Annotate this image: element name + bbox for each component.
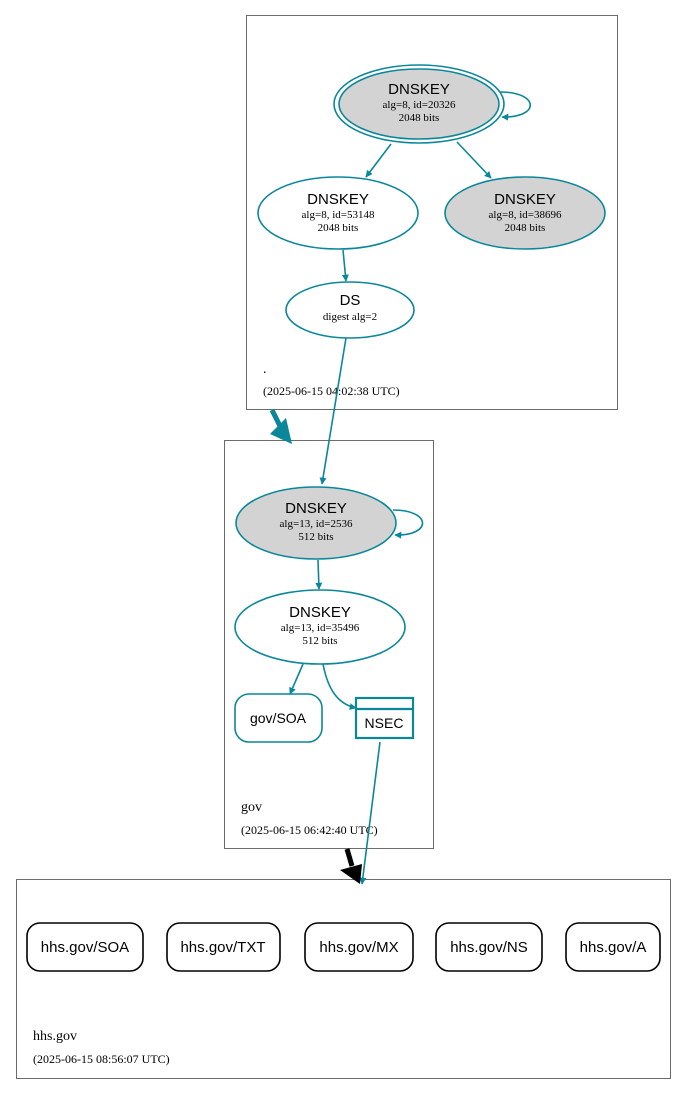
node-gov-zsk-line1: alg=13, id=35496 — [281, 622, 360, 634]
node-root-ksk-title: DNSKEY — [388, 81, 450, 98]
node-hhs-txt-label: hhs.gov/TXT — [180, 939, 265, 956]
node-gov-zsk-title: DNSKEY — [289, 604, 351, 621]
node-root-zsk-line1: alg=8, id=53148 — [302, 209, 375, 221]
node-gov-ksk[interactable]: DNSKEY alg=13, id=2536 512 bits — [235, 486, 397, 560]
node-root-key3[interactable]: DNSKEY alg=8, id=38696 2048 bits — [444, 176, 606, 250]
edge-gov-ksk-zsk — [315, 559, 323, 590]
zone-root-timestamp: (2025-06-15 04:02:38 UTC) — [263, 384, 400, 398]
zone-gov-name: gov — [241, 800, 262, 815]
zone-gov-timestamp: (2025-06-15 06:42:40 UTC) — [241, 823, 378, 837]
node-gov-nsec[interactable]: NSEC — [354, 696, 415, 740]
edge-gov-nsec-hhs — [359, 741, 381, 885]
zone-root-box — [246, 15, 618, 410]
node-root-ksk-line2: 2048 bits — [399, 112, 440, 124]
node-hhs-ns[interactable]: hhs.gov/NS — [435, 922, 543, 972]
node-gov-zsk-line2: 512 bits — [302, 635, 337, 647]
node-root-ds[interactable]: DS digest alg=2 — [285, 281, 415, 339]
zone-hhs-box — [16, 879, 671, 1079]
node-gov-ksk-line2: 512 bits — [298, 531, 333, 543]
node-hhs-soa-label: hhs.gov/SOA — [41, 939, 129, 956]
edge-root-ds-gov-ksk — [319, 337, 347, 485]
node-hhs-txt[interactable]: hhs.gov/TXT — [166, 922, 281, 972]
node-root-zsk-title: DNSKEY — [307, 191, 369, 208]
zone-hhs-name: hhs.gov — [33, 1029, 77, 1044]
node-hhs-a[interactable]: hhs.gov/A — [565, 922, 661, 972]
node-gov-soa[interactable]: gov/SOA — [234, 693, 323, 743]
node-root-zsk[interactable]: DNSKEY alg=8, id=53148 2048 bits — [257, 176, 419, 250]
node-root-key3-title: DNSKEY — [494, 191, 556, 208]
node-gov-ksk-title: DNSKEY — [285, 500, 347, 517]
node-hhs-a-label: hhs.gov/A — [580, 939, 647, 956]
node-hhs-mx-label: hhs.gov/MX — [319, 939, 398, 956]
node-gov-ksk-line1: alg=13, id=2536 — [280, 518, 353, 530]
node-root-ksk[interactable]: DNSKEY alg=8, id=20326 2048 bits — [333, 64, 505, 144]
node-root-ds-line1: digest alg=2 — [323, 311, 377, 323]
node-gov-soa-label: gov/SOA — [250, 710, 307, 726]
edge-gov-zsk-nsec — [322, 663, 357, 711]
edge-root-ksk-self — [499, 91, 531, 121]
edge-root-ksk-key3 — [456, 141, 492, 179]
zone-root-name: . — [263, 362, 267, 377]
node-hhs-mx[interactable]: hhs.gov/MX — [304, 922, 414, 972]
node-root-ds-title: DS — [340, 292, 361, 309]
node-root-key3-line2: 2048 bits — [505, 222, 546, 234]
node-root-ksk-line1: alg=8, id=20326 — [383, 99, 456, 111]
node-hhs-ns-label: hhs.gov/NS — [450, 939, 528, 956]
zone-hhs-timestamp: (2025-06-15 08:56:07 UTC) — [33, 1052, 170, 1066]
edge-root-zsk-ds — [341, 249, 349, 282]
node-root-zsk-line2: 2048 bits — [318, 222, 359, 234]
node-hhs-soa[interactable]: hhs.gov/SOA — [26, 922, 144, 972]
node-gov-nsec-label: NSEC — [365, 715, 404, 731]
delegation-gov-hhs — [340, 848, 362, 884]
edge-gov-zsk-soa — [289, 663, 304, 695]
edge-gov-ksk-self — [392, 509, 424, 539]
edge-root-ksk-zsk — [365, 143, 392, 178]
node-gov-zsk[interactable]: DNSKEY alg=13, id=35496 512 bits — [234, 589, 406, 665]
delegation-root-gov — [269, 408, 292, 444]
node-root-key3-line1: alg=8, id=38696 — [489, 209, 562, 221]
